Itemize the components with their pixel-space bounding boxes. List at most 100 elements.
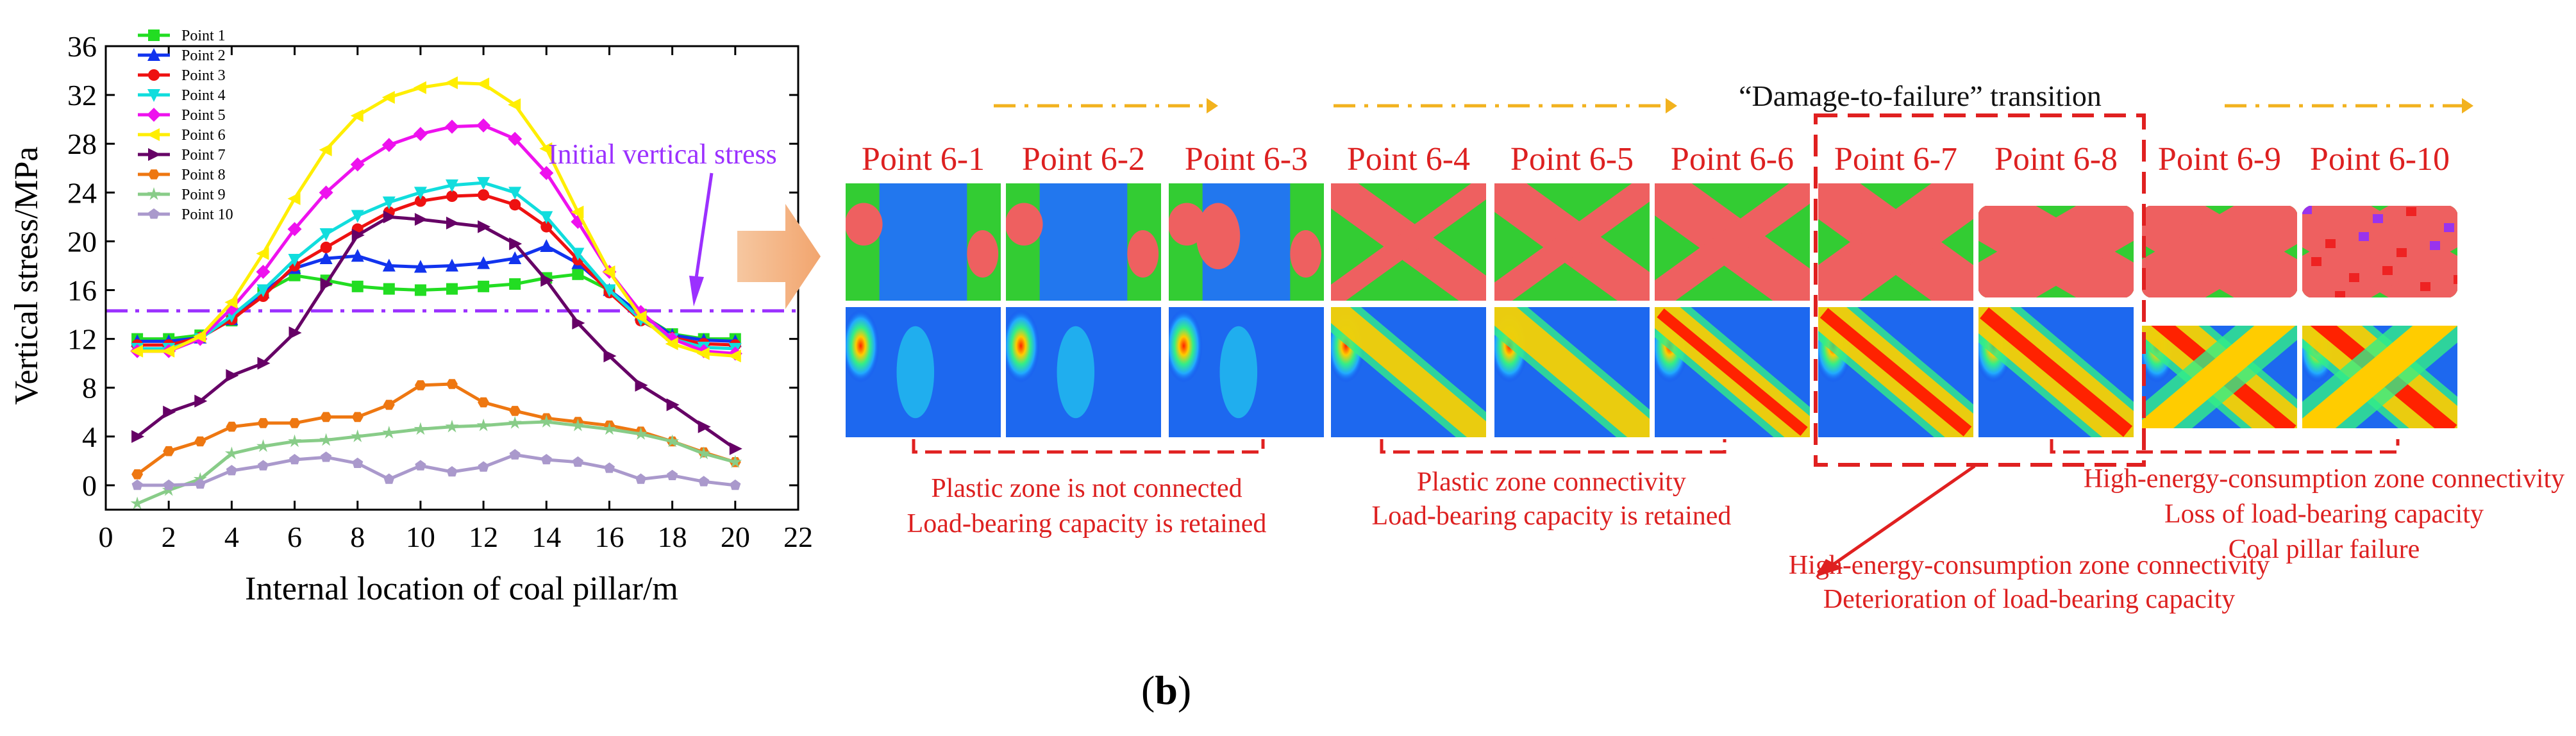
- data-point: [477, 256, 490, 269]
- data-point: [413, 126, 428, 141]
- data-point: [698, 420, 711, 433]
- legend-label: Point 8: [181, 167, 226, 183]
- energy-zone-cell: [844, 306, 1002, 439]
- data-point: [572, 456, 583, 467]
- plastic-zone-cell: [1817, 182, 1975, 302]
- data-point: [540, 221, 553, 233]
- x-tick-label: 18: [658, 521, 687, 553]
- data-point: [350, 157, 365, 172]
- data-point: [224, 446, 238, 460]
- series-line: [137, 244, 735, 343]
- point-label: Point 6-2: [1022, 141, 1145, 178]
- data-point: [130, 496, 144, 510]
- data-point: [634, 427, 648, 440]
- legend-item: Point 2: [138, 47, 226, 64]
- data-point: [476, 418, 490, 431]
- x-tick-label: 22: [783, 521, 813, 553]
- data-point: [289, 418, 301, 428]
- y-axis-label: Vertical stress/MPa: [8, 147, 45, 405]
- data-point: [446, 258, 458, 272]
- data-point: [319, 143, 332, 156]
- y-tick-label: 28: [67, 128, 97, 160]
- data-point: [131, 479, 143, 490]
- progress-arrows: [994, 98, 2473, 113]
- data-point: [414, 260, 427, 273]
- data-point: [351, 412, 364, 422]
- bracket-group-2: [1380, 439, 1727, 454]
- data-point: [508, 415, 522, 429]
- data-point: [729, 442, 742, 455]
- arrow-head-icon: [1207, 98, 1218, 113]
- data-point: [319, 251, 333, 265]
- y-tick-label: 24: [67, 176, 97, 209]
- data-point: [319, 228, 333, 242]
- annotation-group-4-line-1: High-energy-consumption zone connectivit…: [2084, 464, 2564, 494]
- data-point: [445, 119, 459, 134]
- data-point: [633, 310, 647, 324]
- x-tick-label: 0: [99, 521, 113, 553]
- annotation-group-2-line-2: Load-bearing capacity is retained: [1372, 501, 1732, 531]
- legend-item: Point 4: [138, 87, 226, 104]
- data-point: [194, 436, 206, 447]
- data-point: [414, 284, 426, 296]
- x-tick-label: 12: [469, 521, 498, 553]
- data-point: [476, 77, 490, 90]
- data-point: [194, 478, 206, 489]
- data-point: [414, 213, 428, 226]
- data-point: [539, 415, 553, 428]
- pointer-arrow-group-3: [1816, 464, 1976, 577]
- legend-label: Point 1: [181, 28, 226, 44]
- data-point: [571, 247, 585, 261]
- data-point: [509, 449, 521, 460]
- reference-line-label: Initial vertical stress: [548, 138, 777, 170]
- data-point: [382, 258, 396, 272]
- x-tick-label: 16: [594, 521, 624, 553]
- series-line: [137, 420, 736, 505]
- data-point: [414, 187, 427, 200]
- data-point: [256, 439, 270, 452]
- data-point: [351, 228, 365, 242]
- data-point: [351, 280, 364, 292]
- plastic-zone-cell: [1167, 182, 1325, 302]
- series-point-10: [131, 449, 741, 490]
- data-point: [350, 109, 364, 122]
- data-point: [540, 211, 553, 224]
- data-point: [635, 473, 647, 484]
- legend-label: Point 7: [181, 147, 226, 163]
- series-point-9: [130, 415, 742, 510]
- arrow-head-icon: [2462, 98, 2473, 113]
- data-point: [351, 249, 364, 262]
- series-point-6: [130, 76, 741, 363]
- data-point: [571, 418, 585, 431]
- energy-zone-cell: [1493, 306, 1651, 439]
- legend-marker: [148, 169, 160, 180]
- data-point: [289, 326, 302, 340]
- legend-item: Point 1: [138, 28, 226, 44]
- legend-marker: [148, 208, 160, 219]
- point-label: Point 6-1: [862, 141, 985, 178]
- data-point: [381, 138, 396, 153]
- data-point: [665, 434, 680, 447]
- data-point: [728, 349, 741, 363]
- data-point: [508, 251, 522, 265]
- arrow-head-icon: [1666, 98, 1677, 113]
- data-point: [287, 222, 302, 237]
- series-point-1: [131, 268, 741, 345]
- data-point: [414, 195, 426, 207]
- energy-zone-cell: [2141, 306, 2298, 439]
- data-point: [509, 278, 521, 290]
- legend-marker: [148, 29, 160, 41]
- data-point: [446, 216, 459, 230]
- energy-zone-cell: [1167, 306, 1325, 439]
- point-label: Point 6-8: [1995, 141, 2118, 178]
- transition-label: “Damage-to-failure” transition: [1739, 79, 2102, 112]
- data-point: [478, 397, 490, 408]
- data-point: [193, 330, 206, 343]
- legend-label: Point 2: [181, 47, 226, 64]
- data-point: [508, 187, 522, 200]
- panel-label: (b): [1141, 667, 1192, 713]
- data-point: [383, 210, 396, 224]
- series-line: [137, 81, 735, 358]
